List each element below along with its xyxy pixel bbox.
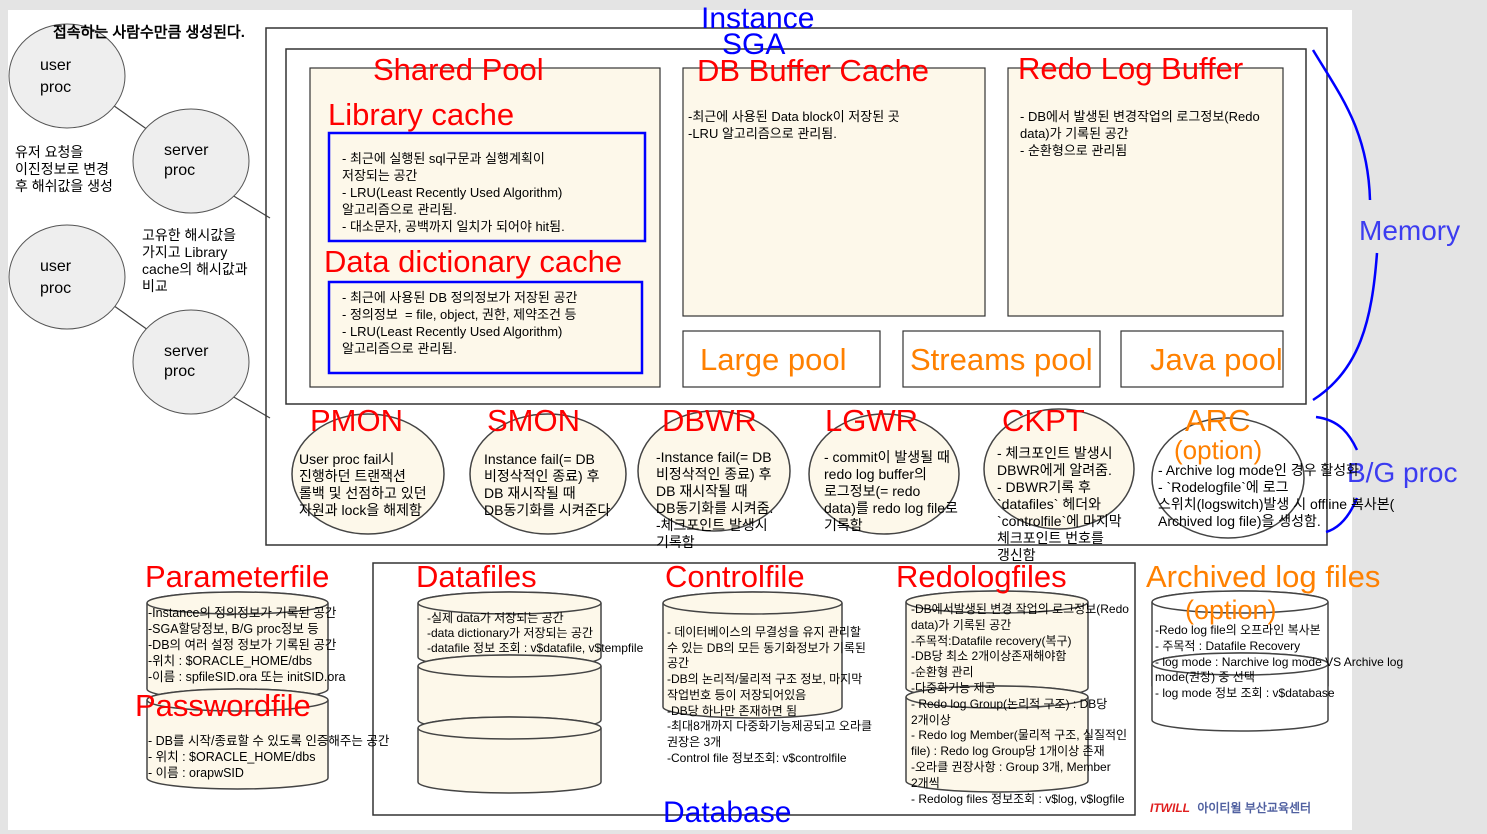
- parameterfile-title: Parameterfile: [145, 559, 330, 594]
- library-cache-text: - 최근에 실행된 sql구문과 실행계획이 저장되는 공간 - LRU(Lea…: [342, 151, 565, 234]
- datafile-cylinder-top: [417, 716, 602, 740]
- database-label: Database: [663, 796, 792, 829]
- connector: [109, 102, 149, 131]
- lgwr-title: LGWR: [825, 403, 918, 438]
- java-pool-label: Java pool: [1150, 342, 1283, 377]
- dbwr-title: DBWR: [662, 403, 757, 438]
- archived-log-cylinder-top: [1151, 652, 1329, 676]
- controlfile-text: - 데이터베이스의 무결성을 유지 관리할 수 있는 DB의 모든 동기화정보가…: [667, 625, 873, 765]
- passwordfile-text: - DB를 시작/종료할 수 있도록 인증해주는 공간 - 위치 : $ORAC…: [148, 734, 390, 780]
- user-proc-circle: [8, 224, 126, 330]
- lgwr-text: - commit이 발생될 때 redo log buffer의 로그정보(= …: [824, 449, 958, 533]
- redologfiles-text: -DB에서발생된 변경 작업의 로그정보(Redo data)가 기록된 공간 …: [911, 602, 1129, 806]
- redo-log-buffer-title: Redo Log Buffer: [1018, 51, 1244, 86]
- memory-bracket: [1312, 252, 1379, 402]
- connector: [231, 395, 271, 419]
- note-compare: 고유한 해시값을 가지고 Library cache의 해시값과 비교: [142, 227, 248, 294]
- user-proc-label: user proc: [40, 258, 72, 297]
- instance-label: Instance: [701, 2, 815, 35]
- pmon-text: User proc fail시 진행하던 트랜잭션 롤백 및 선점하고 있던 자…: [299, 451, 427, 518]
- server-proc-label: server proc: [164, 343, 209, 380]
- dbwr-text: -Instance fail(= DB 비정삭적인 종료) 후 DB 재시작될 …: [656, 449, 774, 550]
- itwill-logo: ITWILL 아이티윌 부산교육센터: [1150, 799, 1311, 816]
- bg-bracket: [1315, 415, 1359, 451]
- ckpt-title: CKPT: [1002, 403, 1085, 438]
- note-created-per-user: 접속하는 사람수만큼 생성된다.: [53, 24, 245, 41]
- datafiles-text: -실제 data가 저장되는 공간 -data dictionary가 저장되는…: [427, 611, 644, 655]
- redo-log-buffer-box: [1007, 67, 1284, 317]
- large-pool-box: [682, 330, 881, 388]
- user-proc-circle: [8, 23, 126, 129]
- redo-log-buffer-text: - DB에서 발생된 변경작업의 로그정보(Redo data)가 기록된 공간…: [1020, 109, 1260, 158]
- passwordfile-title: Passwordfile: [135, 688, 311, 723]
- parameterfile-cylinder-top: [146, 591, 329, 615]
- smon-title: SMON: [487, 403, 580, 438]
- smon-text: Instance fail(= DB 비정삭적인 종료) 후 DB 재시작될 때…: [484, 451, 611, 518]
- connector: [109, 302, 149, 331]
- sga-box: [285, 48, 1307, 405]
- instance-box: [265, 27, 1328, 546]
- pmon-circle: [291, 413, 445, 535]
- ckpt-circle: [983, 408, 1135, 530]
- streams-pool-box: [902, 330, 1101, 388]
- server-proc-circle: [132, 108, 250, 214]
- controlfile-cylinder-top: [662, 591, 843, 615]
- redologfile-cylinder-top: [905, 685, 1089, 709]
- java-pool-box: [1120, 330, 1284, 388]
- archived-text: -Redo log file의 오프라인 복사본 - 주목적 : Datafil…: [1155, 623, 1404, 701]
- datafile-cylinder-top: [417, 591, 602, 615]
- controlfile-title: Controlfile: [665, 559, 805, 594]
- server-proc-circle: [132, 309, 250, 415]
- shared-pool-box: [309, 67, 661, 388]
- archived-log-cylinder-top: [1151, 590, 1329, 614]
- pmon-title: PMON: [310, 403, 403, 438]
- arc-option: (option): [1174, 435, 1263, 465]
- data-dictionary-title: Data dictionary cache: [324, 244, 623, 279]
- lgwr-circle: [808, 413, 960, 535]
- streams-pool-label: Streams pool: [910, 342, 1093, 377]
- memory-label: Memory: [1359, 215, 1461, 246]
- library-cache-box: [327, 131, 647, 243]
- note-hash: 유저 요청을 이진정보로 변경 후 해쉬값을 생성: [15, 144, 113, 194]
- db-buffer-cache-text: -최근에 사용된 Data block이 저장된 곳 -LRU 알고리즘으로 관…: [688, 109, 900, 141]
- data-dictionary-box: [327, 280, 644, 375]
- arc-circle: [1151, 417, 1305, 539]
- archived-option: (option): [1185, 595, 1277, 625]
- data-dictionary-text: - 최근에 사용된 DB 정의정보가 저장된 공간 - 정의정보 = file,…: [342, 290, 578, 356]
- datafile-cylinder-top: [417, 654, 602, 678]
- passwordfile-cylinder-top: [146, 688, 329, 712]
- archived-title: Archived log files: [1146, 559, 1381, 594]
- logo-brand: ITWILL: [1150, 801, 1190, 815]
- logo-text: 아이티윌 부산교육센터: [1197, 801, 1312, 815]
- arc-title: ARC: [1185, 403, 1251, 438]
- db-buffer-cache-box: [682, 67, 986, 317]
- database-box: [372, 562, 1136, 816]
- large-pool-label: Large pool: [700, 342, 847, 377]
- memory-bracket: [1311, 49, 1372, 201]
- dbwr-circle: [637, 410, 791, 532]
- smon-circle: [469, 413, 627, 535]
- connector: [231, 194, 271, 219]
- datafiles-title: Datafiles: [416, 559, 537, 594]
- library-cache-title: Library cache: [328, 97, 515, 132]
- parameterfile-text: -Instance의 정의정보가 기록된 공간 -SGA할당정보, B/G pr…: [148, 606, 346, 684]
- user-proc-label: user proc: [40, 57, 72, 96]
- db-buffer-cache-title: DB Buffer Cache: [697, 53, 930, 88]
- redologfile-cylinder-top: [905, 590, 1089, 614]
- shared-pool-title: Shared Pool: [373, 52, 544, 87]
- bg-proc-label: B/G proc: [1347, 457, 1458, 488]
- arc-text: - Archive log mode인 경우 활성화 - `Rodelogfil…: [1158, 462, 1395, 529]
- sga-label: SGA: [722, 28, 786, 61]
- server-proc-label: server proc: [164, 142, 209, 179]
- ckpt-text: - 체크포인트 발생시 DBWR에게 알려줌. - DBWR기록 후 `data…: [997, 445, 1122, 563]
- redologfiles-title: Redologfiles: [896, 559, 1067, 594]
- bg-bracket: [1325, 497, 1359, 534]
